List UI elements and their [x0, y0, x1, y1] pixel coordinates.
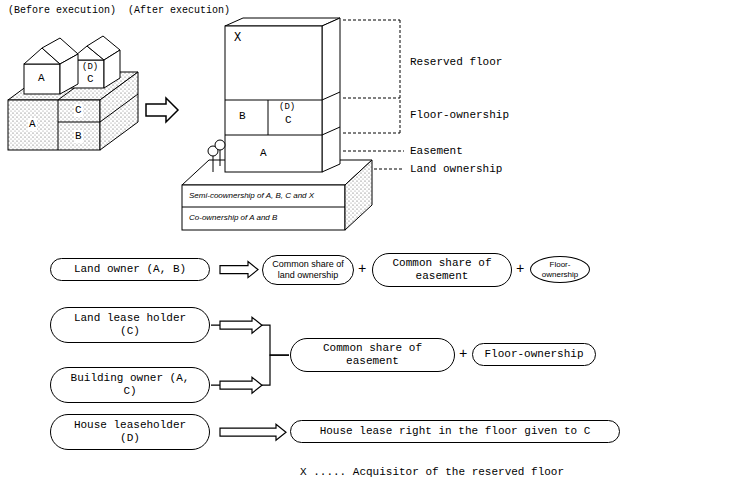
text-label: (Before execution) [8, 5, 116, 17]
house-side [104, 50, 120, 88]
box-text: Land lease holder (C) [61, 312, 199, 338]
party-letter: + [358, 261, 366, 277]
right-box: Common share of easement [372, 253, 512, 287]
box-text: Building owner (A, C) [61, 372, 199, 398]
text-label: X ..... Acquisitor of the reserved floor [300, 466, 564, 479]
land-side [345, 160, 372, 230]
land-layer-line [182, 207, 345, 208]
connector-arrow [220, 262, 258, 278]
hollow-arrow [220, 424, 286, 440]
party-box: Land owner (A, B) [50, 258, 210, 281]
text-label: Floor-ownership [410, 109, 509, 122]
party-box: House leaseholder (D) [50, 414, 210, 450]
box-text: Floor-ownership [537, 260, 583, 279]
hollow-arrow [220, 317, 262, 333]
leader-line [374, 169, 404, 170]
lot-line [100, 94, 138, 122]
floor-line [322, 127, 340, 135]
lot-line [58, 122, 100, 123]
right-box: Common share of easement [290, 338, 455, 372]
text-label: (D) [81, 62, 99, 72]
party-box: Land lease holder (C) [50, 307, 210, 343]
party-letter: A [28, 118, 37, 131]
box-text: Common share of easement [303, 342, 442, 368]
right-box: Common share of land ownership [262, 255, 354, 285]
connector-arrow [220, 424, 286, 440]
land-front [8, 100, 100, 150]
party-letter: + [516, 261, 524, 277]
building-front [225, 26, 322, 172]
box-text: Land owner (A, B) [61, 263, 199, 276]
floor-line [225, 100, 322, 101]
leader-line [343, 20, 400, 21]
right-box: Floor-ownership [472, 343, 596, 366]
right-box: Floor-ownership [530, 256, 590, 283]
house-side [60, 54, 78, 94]
party-letter: A [259, 147, 268, 160]
building-top [225, 18, 340, 26]
hollow-arrow [220, 262, 258, 278]
party-letter: C [86, 73, 95, 86]
building-side [322, 18, 340, 172]
tree-crown [215, 140, 225, 150]
box-text: Common share of easement [385, 257, 499, 283]
box-text: Floor-ownership [483, 348, 585, 361]
unit-divider [268, 100, 269, 135]
text-label: Co-ownership of A and B [188, 213, 278, 222]
leader-line [343, 151, 404, 152]
tree-trunk [213, 156, 214, 172]
leader-lines [343, 20, 404, 169]
box-text: House leaseholder (D) [61, 419, 199, 445]
tree-trunk [220, 150, 221, 166]
party-letter: B [238, 110, 247, 123]
box-text: Common share of land ownership [271, 259, 345, 281]
right-box: House lease right in the floor given to … [290, 420, 620, 443]
party-letter: B [74, 130, 83, 143]
party-letter: + [459, 346, 467, 362]
box-text: House lease right in the floor given to … [303, 425, 607, 438]
connector-arrow [211, 317, 289, 355]
party-letter: C [284, 114, 293, 127]
leader-line [400, 20, 401, 133]
transition-arrow [146, 98, 178, 122]
party-letter: A [37, 72, 46, 85]
connector-arrow [211, 355, 289, 393]
lot-line [58, 100, 59, 150]
house-wall [24, 64, 60, 94]
party-box: Building owner (A, C) [50, 367, 210, 403]
text-label: Reserved floor [410, 56, 502, 69]
land-front [182, 185, 345, 230]
party-letter: C [74, 104, 83, 117]
floor-line [322, 92, 340, 100]
text-label: Land ownership [410, 163, 502, 176]
text-label: Easement [410, 145, 463, 158]
text-label: (D) [278, 102, 296, 112]
leader-line [343, 98, 400, 99]
floor-line [225, 135, 322, 136]
text-label: (After execution) [128, 5, 230, 17]
party-letter: X [233, 32, 242, 46]
leader-line [343, 133, 400, 134]
hollow-arrow [220, 377, 262, 393]
text-label: Semi-coownership of A, B, C and X [188, 191, 315, 200]
